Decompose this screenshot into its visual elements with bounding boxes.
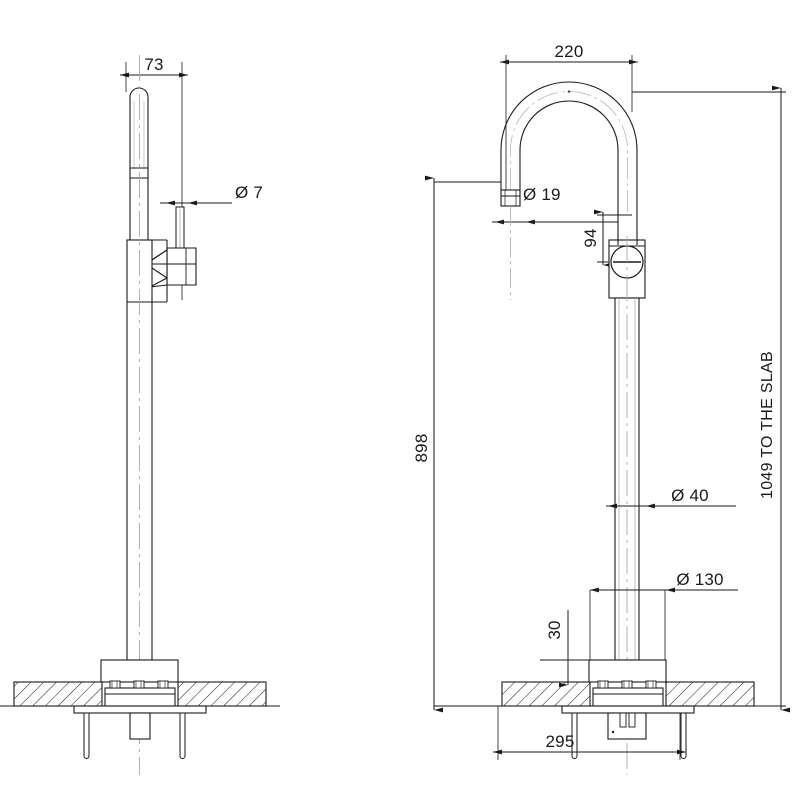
- dimension-label-898: 898: [412, 434, 431, 463]
- side-inlet-spigot: [129, 712, 151, 740]
- front-inlet-spigots: [607, 712, 647, 740]
- dimension-label-d40: Ø 40: [671, 486, 709, 505]
- dimension-label-d19: Ø 19: [523, 185, 561, 204]
- front-view: 220 Ø 19: [412, 42, 790, 775]
- dimension-220: 220: [500, 42, 638, 200]
- dimension-label-295: 295: [546, 732, 575, 751]
- dimension-label-1049: 1049 TO THE SLAB: [759, 351, 776, 499]
- side-cover-plate: [100, 659, 179, 683]
- side-view: 73 Ø 7: [0, 55, 280, 775]
- dimension-d7: Ø 7: [160, 183, 263, 206]
- dimension-94: 94: [581, 209, 632, 268]
- dimension-label-d7: Ø 7: [235, 183, 263, 202]
- dimension-295: 295: [493, 706, 686, 760]
- side-lever-handle: [145, 206, 197, 288]
- dimension-d130: Ø 130: [589, 570, 738, 662]
- dimension-1049: 1049 TO THE SLAB: [632, 85, 790, 713]
- dimension-label-73: 73: [144, 55, 163, 74]
- front-gooseneck: [500, 81, 638, 215]
- dimension-label-d130: Ø 130: [676, 570, 723, 589]
- front-anchor-bolts: [571, 712, 687, 759]
- dimension-label-30: 30: [545, 620, 564, 639]
- front-slab: [488, 681, 772, 707]
- dimension-label-94: 94: [581, 228, 600, 247]
- side-anchor-bolts: [83, 712, 186, 759]
- front-cover-plate: [588, 659, 667, 683]
- side-slab: [0, 681, 280, 707]
- dimension-d40: Ø 40: [606, 486, 736, 509]
- dimension-label-220: 220: [555, 42, 584, 61]
